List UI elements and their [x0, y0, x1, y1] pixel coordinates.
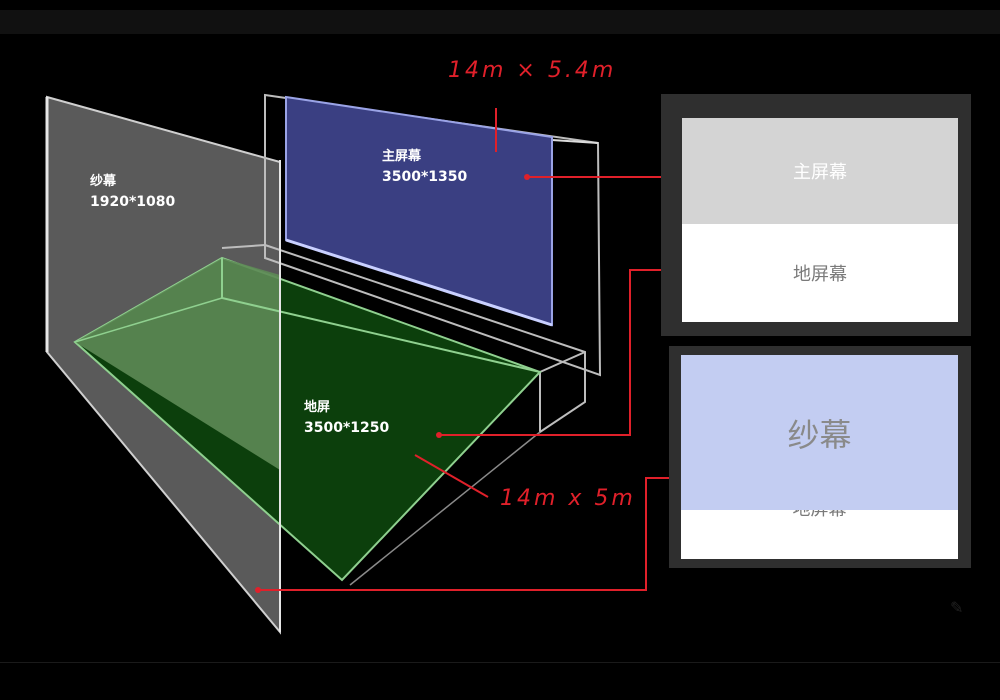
preview-panel-a: 主屏幕 地屏幕	[661, 94, 971, 336]
preview-canvas-b: 地屏幕 纱幕	[681, 355, 958, 559]
main-screen-label: 主屏幕 3500*1350	[382, 147, 467, 187]
panel-a-main-label: 主屏幕	[793, 162, 847, 183]
panel-a-main-band: 主屏幕	[682, 118, 958, 224]
floor-screen-label: 地屏 3500*1250	[304, 398, 389, 438]
panel-b-gauze-label: 纱幕	[787, 415, 852, 454]
main-dim-note: 14m × 5.4m	[448, 58, 617, 83]
main-screen	[285, 95, 553, 327]
pen-icon: ✎	[950, 598, 964, 617]
main-screen-size: 3500*1350	[382, 169, 468, 185]
floor-screen-size: 3500*1250	[304, 420, 390, 436]
top-bar	[0, 10, 1000, 34]
floor-dim-note: 14m x 5m	[500, 486, 636, 511]
floor-screen-light	[75, 258, 280, 470]
panel-b-gauze-band: 纱幕	[681, 355, 958, 510]
gauze-name: 纱幕	[90, 174, 117, 189]
floor-screen-name: 地屏	[304, 400, 331, 415]
panel-a-floor-band: 地屏幕	[682, 224, 958, 322]
stage-box	[264, 244, 586, 434]
bottom-divider	[0, 662, 1000, 663]
preview-panel-b: 地屏幕 纱幕	[669, 346, 971, 568]
preview-canvas-a: 主屏幕 地屏幕	[682, 118, 958, 322]
gauze-size: 1920*1080	[90, 194, 176, 210]
panel-a-floor-label: 地屏幕	[793, 264, 847, 285]
gauze-label: 纱幕 1920*1080	[90, 172, 175, 212]
main-screen-name: 主屏幕	[382, 149, 422, 164]
floor-dim-tick	[414, 454, 489, 498]
